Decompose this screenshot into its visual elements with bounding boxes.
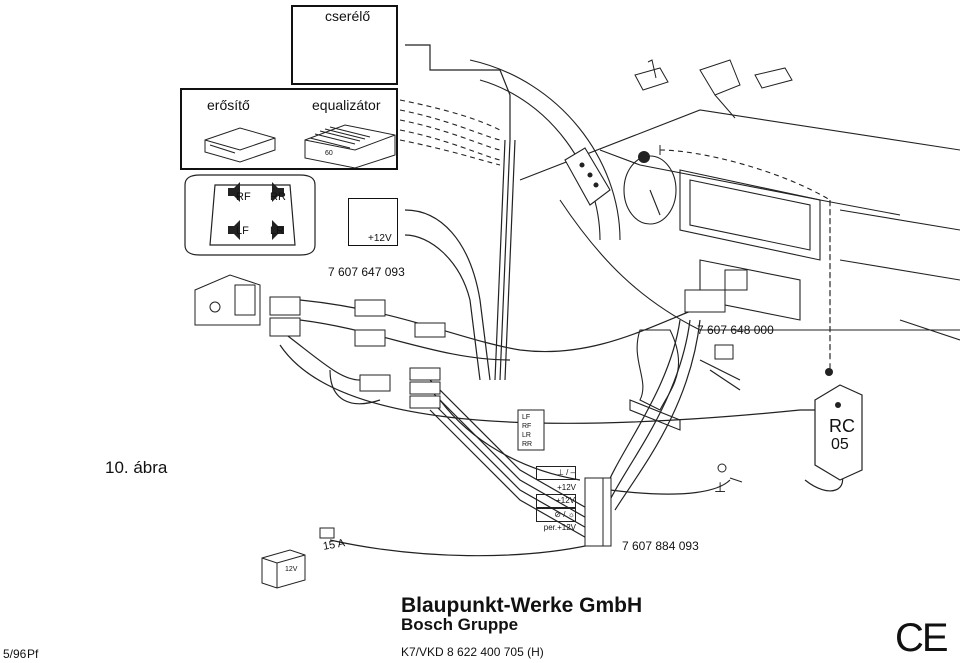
rc-line1: RC — [829, 416, 855, 436]
changer-box — [291, 5, 398, 85]
changer-label: cserélő — [325, 8, 371, 24]
equalizer-label: equalizátor — [312, 97, 381, 113]
rc-line2: 05 — [831, 436, 849, 453]
power-lead-box — [348, 198, 398, 246]
part-number-harness: 7 607 884 093 — [622, 539, 699, 553]
terminal-label: ⊘ / ☼ — [536, 508, 576, 522]
part-number-adapter: 7 607 647 093 — [328, 265, 405, 279]
channel-label: LR — [522, 432, 531, 439]
speaker-lf-label: LF — [236, 225, 249, 237]
speaker-lr-label: LR — [270, 225, 285, 237]
speaker-rf-label: RF — [236, 191, 251, 203]
terminal-label: +12V — [536, 494, 576, 508]
channel-label: RF — [522, 423, 532, 430]
ce-mark: CE — [895, 616, 949, 660]
doc-code: K7/VKD 8 622 400 705 (H) — [401, 645, 544, 659]
equalizer-scale: 60 — [325, 150, 333, 157]
terminal-label: per.+12V — [543, 523, 576, 532]
channel-label: RR — [522, 441, 533, 448]
company-name: Blaupunkt-Werke GmbH — [401, 594, 643, 617]
terminal-label: +12V — [557, 483, 576, 492]
channel-label-list: LF RF LR RR — [522, 413, 532, 449]
ground-symbol: ⊥ — [714, 479, 727, 495]
speaker-rr-label: RR — [270, 191, 286, 203]
channel-label: LF — [522, 414, 531, 421]
amp-label: erősítő — [207, 97, 250, 113]
initials: Pf — [27, 647, 39, 661]
battery-label: 12V — [285, 566, 298, 573]
power-lead-label: +12V — [368, 233, 392, 244]
terminal-list: ⊥ / – +12V +12V ⊘ / ☼ per.+12V — [536, 466, 576, 534]
terminal-label: ⊥ / – — [536, 466, 576, 480]
figure-label: 10. ábra — [105, 458, 168, 477]
amp-equalizer-box — [180, 88, 398, 170]
part-number-connector: 7 607 648 000 — [697, 323, 774, 337]
date-code: 5/96 — [3, 647, 27, 661]
company-group: Bosch Gruppe — [401, 615, 519, 634]
